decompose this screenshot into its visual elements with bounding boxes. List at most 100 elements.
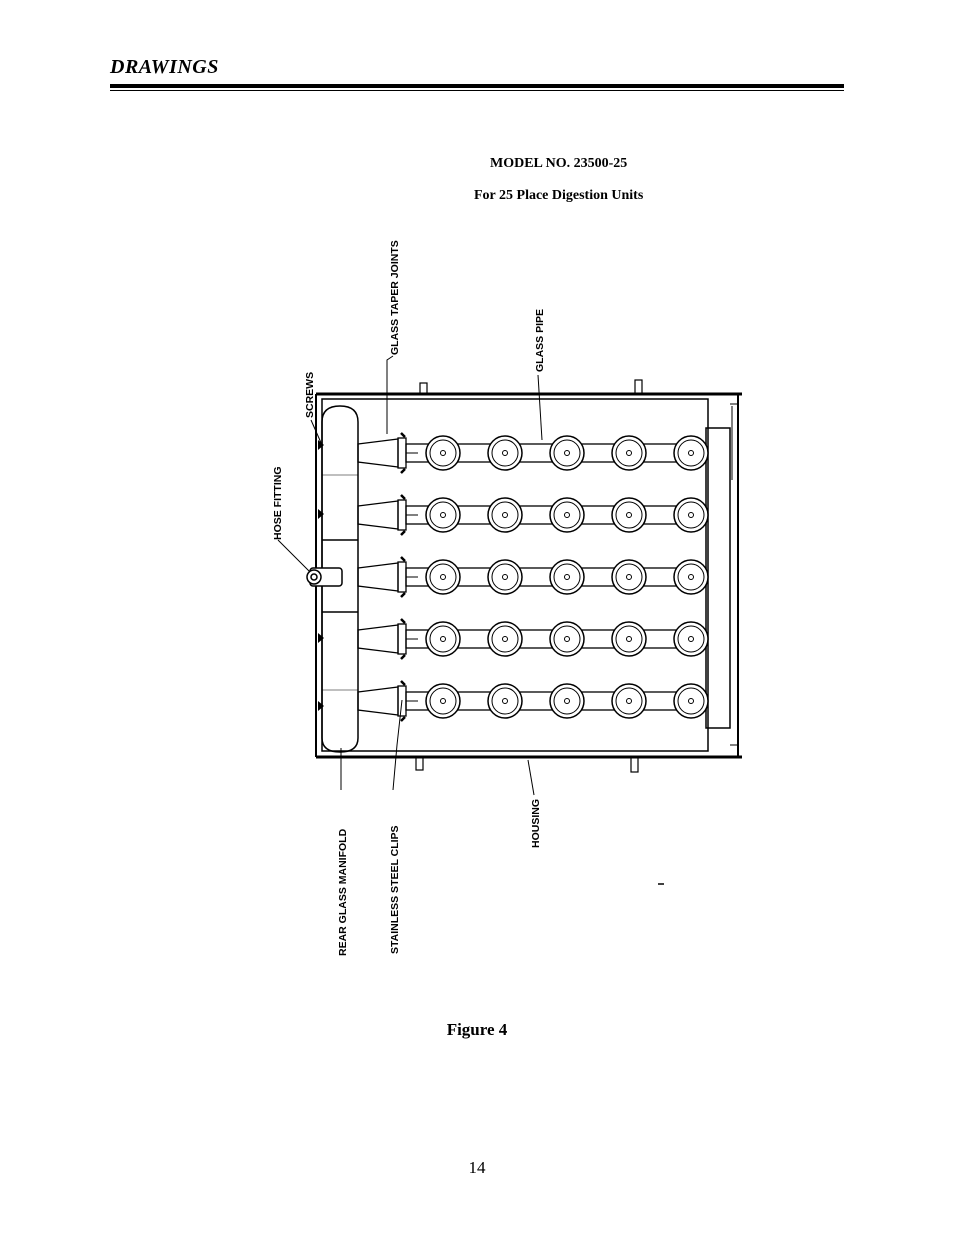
glass-pipe-rows [357, 432, 709, 722]
tube-port-hole [502, 698, 508, 704]
tube-port-hole [626, 636, 632, 642]
page-number: 14 [468, 1158, 486, 1177]
tube-port-outer [673, 497, 709, 533]
tube-port-hole [564, 698, 570, 704]
screw [318, 633, 324, 643]
tube-port-inner [615, 439, 643, 467]
tube-port-outer [673, 621, 709, 657]
label-hose-fitting: HOSE FITTING [272, 467, 284, 541]
tube-port-inner [429, 439, 457, 467]
tube-port-outer [673, 683, 709, 719]
label-rear-glass-manifold: REAR GLASS MANIFOLD [337, 828, 349, 956]
tube-port-inner [553, 625, 581, 653]
tube-port-hole [688, 574, 694, 580]
screw [318, 509, 324, 519]
rear-glass-manifold [321, 405, 359, 753]
tube-port-outer [549, 497, 585, 533]
tube-port-outer [611, 683, 647, 719]
tube-port-hole [564, 450, 570, 456]
joint-collar [397, 561, 407, 593]
tube-port-inner [491, 439, 519, 467]
tube-port-outer [487, 559, 523, 595]
tube-port-outer [425, 435, 461, 471]
tube-port-hole [502, 450, 508, 456]
header-rule-thin [110, 90, 844, 91]
joint-collar [397, 623, 407, 655]
tube-port-inner [553, 687, 581, 715]
tube-port-inner [429, 625, 457, 653]
label-glass-pipe: GLASS PIPE [534, 309, 546, 372]
hose-fitting [306, 567, 343, 587]
tube-port-outer [425, 683, 461, 719]
taper-joint [357, 500, 399, 530]
steel-clip [400, 618, 406, 660]
joint-collar [397, 499, 407, 531]
tube-port-outer [549, 559, 585, 595]
tube-port-outer [611, 559, 647, 595]
tube-port-outer [549, 683, 585, 719]
tube-port-hole [564, 636, 570, 642]
tube-port-hole [440, 512, 446, 518]
joint-collar [397, 437, 407, 469]
tube-port-hole [626, 512, 632, 518]
tube-port-inner [429, 501, 457, 529]
tube-port-outer [487, 683, 523, 719]
tube-port-inner [615, 501, 643, 529]
taper-joint [357, 686, 399, 716]
tube-port-inner [491, 625, 519, 653]
tube-port-outer [611, 621, 647, 657]
tube-port-hole [564, 574, 570, 580]
tube-port-outer [425, 559, 461, 595]
tube-port-hole [688, 636, 694, 642]
tube-port-outer [549, 621, 585, 657]
taper-joint [357, 562, 399, 592]
tube-port-inner [553, 563, 581, 591]
figure-caption: Figure 4 [446, 1020, 508, 1039]
tube-port-inner [615, 563, 643, 591]
model-title: MODEL NO. 23500-25 [490, 156, 628, 171]
tube-port-outer [673, 559, 709, 595]
tube-port-hole [626, 698, 632, 704]
tube-port-outer [487, 621, 523, 657]
tube-port-hole [688, 698, 694, 704]
model-subtitle: For 25 Place Digestion Units [474, 188, 644, 203]
tube-port-inner [615, 687, 643, 715]
tube-port-inner [615, 625, 643, 653]
tube-port-inner [677, 625, 705, 653]
taper-joint [357, 624, 399, 654]
steel-clip [400, 432, 406, 474]
tube-port-hole [502, 512, 508, 518]
leader-lines [277, 355, 543, 796]
tube-port-hole [626, 574, 632, 580]
tube-port-inner [491, 687, 519, 715]
tube-port-hole [440, 698, 446, 704]
tube-port-hole [688, 450, 694, 456]
tube-port-inner [553, 501, 581, 529]
header-rule [110, 84, 844, 88]
steel-clip [400, 556, 406, 598]
tube-port-hole [564, 512, 570, 518]
label-screws: SCREWS [304, 372, 316, 418]
tube-port-hole [502, 574, 508, 580]
label-housing: HOUSING [530, 799, 542, 848]
tube-port-inner [677, 439, 705, 467]
tube-port-hole [688, 512, 694, 518]
tube-port-outer [611, 435, 647, 471]
tube-port-inner [677, 563, 705, 591]
tube-port-inner [491, 501, 519, 529]
tube-port-hole [440, 574, 446, 580]
tube-port-hole [440, 636, 446, 642]
tube-port-hole [440, 450, 446, 456]
screw [318, 701, 324, 711]
tube-port-inner [429, 687, 457, 715]
tube-port-hole [626, 450, 632, 456]
taper-joint [357, 438, 399, 468]
tube-port-outer [611, 497, 647, 533]
tube-port-hole [502, 636, 508, 642]
tube-port-outer [425, 497, 461, 533]
tube-port-outer [487, 497, 523, 533]
tube-port-inner [677, 501, 705, 529]
tube-port-outer [673, 435, 709, 471]
steel-clip [400, 680, 406, 722]
